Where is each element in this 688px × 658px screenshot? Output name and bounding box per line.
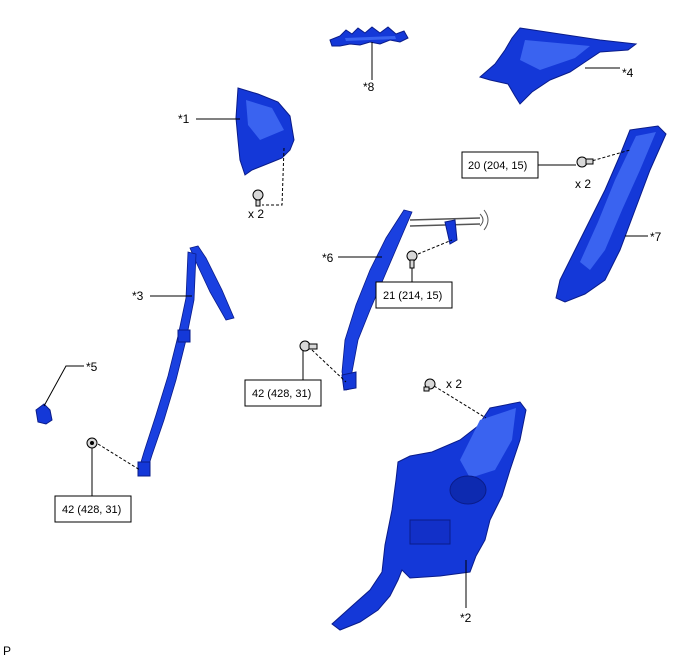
part-8-bracket <box>329 26 409 47</box>
dashed-leader-1 <box>262 147 285 206</box>
dashed-leader-bolt-3 <box>97 443 141 471</box>
label-part-2: *2 <box>460 611 472 625</box>
label-part-1: *1 <box>178 112 190 126</box>
clip-1-icon <box>252 189 264 207</box>
part-6-seat-belt <box>341 209 489 391</box>
clip-2-icon <box>423 378 436 392</box>
torque-value-1: 20 (204, 15) <box>468 160 527 172</box>
part-7-right-pillar-trim <box>555 125 667 303</box>
torque-value-3: 42 (428, 31) <box>252 388 311 400</box>
label-part-6: *6 <box>322 251 334 265</box>
part-4-quarter-trim-upper <box>478 27 638 105</box>
dashed-leader-bolt-6b <box>311 349 347 383</box>
dashed-leader-2 <box>433 385 487 419</box>
label-part-5: *5 <box>86 360 98 374</box>
bolt-6b-icon <box>299 340 318 352</box>
label-part-8: *8 <box>363 80 375 94</box>
torque-value-2: 21 (214, 15) <box>383 290 442 302</box>
label-part-3: *3 <box>132 289 144 303</box>
torque-box-4: 42 (428, 31) <box>54 495 132 523</box>
part-1-pillar-garnish <box>235 87 295 176</box>
bolt-7-icon <box>576 156 594 168</box>
torque-box-1: 20 (204, 15) <box>461 151 539 179</box>
part-2-quarter-trim-lower <box>331 401 527 631</box>
figure-code: P <box>3 644 11 658</box>
qty-clip-1: x 2 <box>248 207 264 221</box>
part-5-cover <box>35 403 53 425</box>
torque-box-2: 21 (214, 15) <box>375 281 453 309</box>
dashed-leader-bolt-6a <box>417 239 453 255</box>
bolt-3-icon <box>86 437 98 449</box>
qty-bolt-7: x 2 <box>575 177 591 191</box>
part-3-seat-belt <box>137 245 235 477</box>
label-part-4: *4 <box>622 66 634 80</box>
leader-5 <box>43 365 84 407</box>
qty-clip-2: x 2 <box>446 377 462 391</box>
torque-value-4: 42 (428, 31) <box>62 504 121 516</box>
label-part-7: *7 <box>650 230 662 244</box>
dashed-leader-7 <box>587 149 631 163</box>
torque-box-3: 42 (428, 31) <box>244 379 322 407</box>
bolt-6a-icon <box>406 250 418 269</box>
